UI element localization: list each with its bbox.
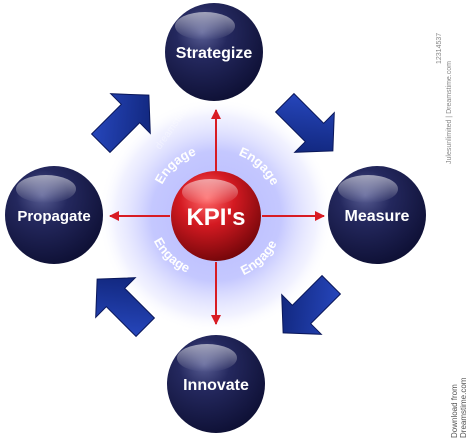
center-label: KPI's (186, 204, 245, 231)
node-propagate: Propagate (5, 166, 103, 264)
node-label-innovate: Innovate (183, 377, 249, 394)
blue-arrow-bottom-right (281, 274, 342, 335)
node-label-propagate: Propagate (17, 208, 90, 225)
node-label-strategize: Strategize (176, 45, 253, 62)
blue-arrow-bottom-left (95, 277, 156, 338)
author-credit-text: Julesunlimited | Dreamstime.com (446, 61, 453, 164)
node-kpis: KPI's (171, 171, 261, 261)
download-line-1: Download from (450, 384, 459, 438)
node-strategize: Strategize (165, 3, 263, 101)
node-label-measure: Measure (345, 208, 410, 225)
download-line-2: Dreamstime.com (459, 377, 468, 438)
blue-arrow-top-left (90, 93, 151, 154)
image-id-text: 12314537 (436, 32, 443, 64)
stock-photo-side-text: 12314537 Julesunlimited | Dreamstime.com… (434, 4, 468, 440)
node-innovate: Innovate (167, 335, 265, 433)
blue-arrow-top-right (274, 92, 335, 153)
node-measure: Measure (328, 166, 426, 264)
